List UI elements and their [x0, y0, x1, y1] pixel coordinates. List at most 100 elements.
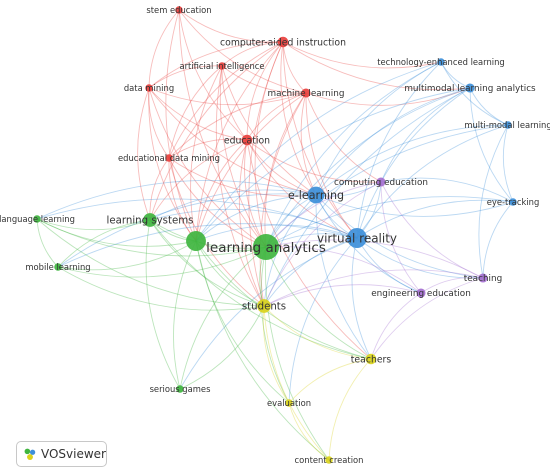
- edge-virtual-reality-teachers: [351, 237, 372, 360]
- edge-e-learning-students: [263, 194, 317, 307]
- node-stem-education[interactable]: [175, 6, 183, 14]
- edge-learning-systems-serious-games: [145, 219, 181, 390]
- edge-machine-learning-hidden-green: [195, 92, 307, 242]
- label-layer: stem education computer-aided instruction…: [0, 5, 550, 465]
- edge-education-virtual-reality: [246, 139, 358, 239]
- label-data-mining[interactable]: data mining: [124, 83, 174, 93]
- edge-artificial-intelligence-education: [221, 65, 248, 141]
- label-education[interactable]: education: [224, 135, 270, 146]
- edge-stem-education-hidden-green: [165, 9, 197, 242]
- edge-artificial-intelligence-data-mining: [148, 65, 223, 89]
- edge-multimodal-learning-analytics-e-learning: [315, 87, 471, 196]
- edge-e-learning-language-learning: [36, 180, 317, 220]
- label-language-learning[interactable]: language learning: [0, 214, 75, 224]
- vosviewer-badge[interactable]: VOSviewer: [16, 441, 107, 467]
- label-engineering-education[interactable]: engineering education: [371, 289, 471, 299]
- node-content-creation[interactable]: [325, 456, 333, 464]
- node-educational-data-mining[interactable]: [165, 154, 173, 162]
- edge-evaluation-content-creation: [288, 402, 330, 461]
- edge-computer-aided-instruction-virtual-reality: [282, 41, 358, 239]
- node-mobile-learning[interactable]: [54, 263, 62, 271]
- label-stem-education[interactable]: stem education: [146, 5, 211, 15]
- edge-stem-education-computer-aided-instruction: [178, 9, 284, 43]
- label-e-learning[interactable]: e-learning: [288, 189, 344, 202]
- label-students[interactable]: students: [242, 302, 286, 313]
- edge-computing-education-teaching: [380, 181, 484, 279]
- edge-students-content-creation: [263, 305, 330, 461]
- edge-e-learning-teachers: [315, 194, 372, 360]
- edge-teaching-learning-analytics: [265, 239, 484, 279]
- label-multimodal-learning-analytics[interactable]: multimodal learning analytics: [404, 84, 536, 94]
- edge-computing-education-learning-analytics: [265, 181, 382, 248]
- node-eye-tracking[interactable]: [509, 198, 517, 206]
- edge-computer-aided-instruction-educational-data-mining: [168, 41, 284, 159]
- edge-eye-tracking-virtual-reality: [356, 199, 514, 239]
- edge-computer-aided-instruction-learning-analytics: [254, 41, 284, 248]
- edge-teachers-evaluation: [288, 358, 372, 404]
- edge-engineering-education-learning-analytics: [265, 246, 422, 294]
- node-data-mining[interactable]: [145, 84, 153, 92]
- edge-learning-systems-learning-analytics: [149, 219, 267, 249]
- node-multi-modal-learning[interactable]: [504, 121, 512, 129]
- label-evaluation[interactable]: evaluation: [267, 398, 311, 408]
- node-learning-systems[interactable]: [143, 213, 157, 227]
- node-artificial-intelligence[interactable]: [218, 62, 226, 70]
- node-language-learning[interactable]: [33, 215, 41, 223]
- label-virtual-reality[interactable]: virtual reality: [317, 231, 397, 245]
- label-serious-games[interactable]: serious games: [150, 384, 211, 394]
- edge-education-computing-education: [246, 139, 382, 183]
- edge-teaching-engineering-education: [420, 277, 484, 294]
- label-educational-data-mining[interactable]: educational data mining: [118, 153, 220, 163]
- edge-computer-aided-instruction-hidden-green: [195, 41, 284, 242]
- edge-e-learning-engineering-education: [315, 194, 422, 294]
- node-learning-analytics[interactable]: [252, 233, 280, 261]
- edge-stem-education-machine-learning: [178, 9, 307, 94]
- edge-artificial-intelligence-hidden-green: [190, 65, 223, 242]
- label-artificial-intelligence[interactable]: artificial intelligence: [179, 61, 264, 71]
- edge-language-learning-learning-analytics: [36, 218, 267, 257]
- node-teaching[interactable]: [478, 273, 488, 283]
- label-multi-modal-learning[interactable]: multi-modal learning: [464, 120, 550, 130]
- label-computing-education[interactable]: computing education: [334, 178, 428, 188]
- label-teaching[interactable]: teaching: [464, 274, 502, 284]
- edge-virtual-reality-teaching: [356, 237, 484, 279]
- edge-multi-modal-learning-virtual-reality: [356, 124, 509, 239]
- edge-multimodal-learning-analytics-multi-modal-learning: [469, 87, 509, 126]
- node-computer-aided-instruction[interactable]: [277, 36, 289, 48]
- node-e-learning[interactable]: [307, 186, 325, 204]
- label-computer-aided-instruction[interactable]: computer-aided instruction: [220, 37, 346, 48]
- node-teachers[interactable]: [365, 353, 377, 365]
- edge-computer-aided-instruction-e-learning: [280, 41, 317, 196]
- node-multimodal-learning-analytics[interactable]: [465, 83, 475, 93]
- label-learning-systems[interactable]: learning systems: [107, 216, 194, 227]
- edge-teaching-teachers: [370, 277, 484, 360]
- edge-educational-data-mining-learning-analytics: [168, 157, 267, 248]
- label-technology-enhanced-learning[interactable]: technology-enhanced learning: [377, 57, 505, 67]
- label-eye-tracking[interactable]: eye-tracking: [487, 197, 540, 207]
- node-virtual-reality[interactable]: [347, 228, 367, 248]
- edge-computer-aided-instruction-multimodal-learning-analytics: [282, 41, 471, 91]
- node-students[interactable]: [257, 299, 271, 313]
- label-teachers[interactable]: teachers: [351, 354, 392, 365]
- edge-computer-aided-instruction-education: [246, 41, 284, 141]
- edge-multi-modal-learning-e-learning: [315, 124, 509, 196]
- node-serious-games[interactable]: [176, 385, 184, 393]
- edge-artificial-intelligence-educational-data-mining: [168, 65, 223, 159]
- edge-machine-learning-learning-analytics: [264, 92, 307, 248]
- edge-education-students: [238, 139, 265, 307]
- node-computing-education[interactable]: [376, 177, 386, 187]
- node-evaluation[interactable]: [285, 399, 293, 407]
- edge-technology-enhanced-learning-e-learning: [315, 61, 442, 196]
- node-machine-learning[interactable]: [301, 88, 311, 98]
- edge-education-hidden-green: [195, 139, 248, 242]
- label-machine-learning[interactable]: machine learning: [268, 89, 345, 99]
- label-mobile-learning[interactable]: mobile learning: [25, 262, 90, 272]
- node-engineering-education[interactable]: [416, 288, 426, 298]
- node-technology-enhanced-learning[interactable]: [437, 58, 445, 66]
- edge-technology-enhanced-learning-hidden-green: [195, 61, 442, 242]
- label-content-creation[interactable]: content creation: [295, 455, 364, 465]
- edge-machine-learning-educational-data-mining: [168, 92, 307, 159]
- node-education[interactable]: [241, 134, 253, 146]
- label-learning-analytics[interactable]: learning analytics: [206, 240, 326, 256]
- node-hidden-green[interactable]: [186, 231, 206, 251]
